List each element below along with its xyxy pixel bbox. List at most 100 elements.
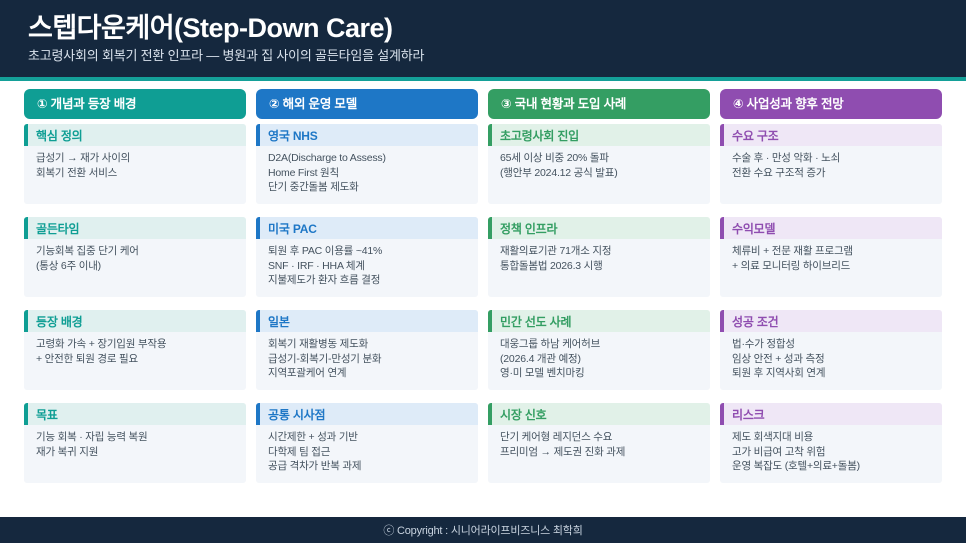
page-banner: 스텝다운케어(Step-Down Care) 초고령사회의 회복기 전환 인프라… bbox=[0, 0, 966, 77]
card-text-line: 퇴원 후 지역사회 연계 bbox=[732, 367, 826, 379]
card-body: 체류비 + 전문 재활 프로그램 + 의료 모니터링 하이브리드 bbox=[720, 239, 942, 273]
card-text-line: 체류비 + 전문 재활 프로그램 bbox=[732, 245, 853, 257]
page-title: 스텝다운케어(Step-Down Care) bbox=[28, 13, 393, 43]
card-text-line: + 안전한 퇴원 경로 필요 bbox=[36, 352, 138, 365]
card-accent-bar bbox=[720, 310, 724, 332]
card-label: 정책 인프라 bbox=[500, 221, 558, 236]
card-accent-bar bbox=[488, 217, 492, 239]
card-text-line: 고령화 가속 + 장기입원 부작용 bbox=[36, 338, 167, 350]
card-text-line: 운영 복잡도 (호텔+의료+돌봄) bbox=[732, 460, 860, 472]
card-label-row: 리스크 bbox=[720, 403, 942, 425]
card-accent-bar bbox=[720, 124, 724, 146]
card-accent-bar bbox=[256, 403, 260, 425]
card-text-line: 단기 케어형 레지던스 수요 bbox=[500, 431, 613, 443]
column-sections: 초고령사회 진입 65세 이상 비중 20% 돌파 (행안부 2024.12 공식… bbox=[488, 124, 710, 483]
card-text-line: 기능회복 집중 단기 케어 bbox=[36, 245, 139, 257]
card-text-line: 퇴원 후 PAC 이용률 ~41% bbox=[268, 245, 383, 257]
card-body: 기능회복 집중 단기 케어 (통상 6주 이내) bbox=[24, 239, 246, 273]
card-label: 수익모델 bbox=[732, 221, 776, 236]
card-label: 핵심 정의 bbox=[36, 128, 83, 143]
info-card: 민간 선도 사례 대웅그룹 하남 케어허브 (2026.4 개관 예정) 영·미 모… bbox=[488, 310, 710, 390]
card-label-row: 성공 조건 bbox=[720, 310, 942, 332]
column-header: ④ 사업성과 향후 전망 bbox=[720, 89, 942, 119]
card-label: 공통 시사점 bbox=[268, 407, 326, 422]
card-label-row: 민간 선도 사례 bbox=[488, 310, 710, 332]
card-text-line: 대웅그룹 하남 케어허브 bbox=[500, 338, 601, 350]
card-label: 리스크 bbox=[732, 407, 765, 422]
card-text-line: (통상 6주 이내) bbox=[36, 259, 101, 272]
card-accent-bar bbox=[24, 310, 28, 332]
card-accent-bar bbox=[488, 310, 492, 332]
card-accent-bar bbox=[720, 403, 724, 425]
card-text-line: 통합돌봄법 2026.3 시행 bbox=[500, 259, 603, 272]
card-text-line: 재활의료기관 71개소 지정 bbox=[500, 245, 612, 257]
card-accent-bar bbox=[256, 124, 260, 146]
card-label-row: 핵심 정의 bbox=[24, 124, 246, 146]
accent-divider bbox=[0, 77, 966, 81]
card-text-line: 지역포괄케어 연계 bbox=[268, 367, 347, 379]
card-accent-bar bbox=[24, 403, 28, 425]
card-text-line: 단기 중간돌봄 제도화 bbox=[268, 181, 359, 193]
card-label: 목표 bbox=[36, 407, 58, 422]
page-subtitle: 초고령사회의 회복기 전환 인프라 — 병원과 집 사이의 골든타임을 설계하라 bbox=[28, 48, 425, 63]
card-label: 성공 조건 bbox=[732, 314, 779, 329]
card-label-row: 골든타임 bbox=[24, 217, 246, 239]
card-text-line: 전환 수요 구조적 증가 bbox=[732, 166, 826, 179]
card-label: 골든타임 bbox=[36, 221, 80, 236]
card-label: 등장 배경 bbox=[36, 314, 83, 329]
card-text-line: 법·수가 정합성 bbox=[732, 338, 795, 350]
card-text-line: 다학제 팀 접근 bbox=[268, 445, 331, 458]
card-text-line: 고가 비급여 고착 위험 bbox=[732, 445, 826, 458]
info-card: 영국 NHS D2A(Discharge to Assess)Home Firs… bbox=[256, 124, 478, 204]
card-label: 초고령사회 진입 bbox=[500, 128, 580, 143]
card-accent-bar bbox=[256, 217, 260, 239]
info-card: 미국 PAC 퇴원 후 PAC 이용률 ~41%SNF · IRF · HHA … bbox=[256, 217, 478, 297]
card-text-line: (행안부 2024.12 공식 발표) bbox=[500, 166, 618, 179]
card-label: 민간 선도 사례 bbox=[500, 314, 572, 329]
card-label-row: 일본 bbox=[256, 310, 478, 332]
card-accent-bar bbox=[24, 217, 28, 239]
card-accent-bar bbox=[720, 217, 724, 239]
card-label: 미국 PAC bbox=[268, 221, 317, 236]
card-label-row: 목표 bbox=[24, 403, 246, 425]
card-label-row: 공통 시사점 bbox=[256, 403, 478, 425]
card-label-row: 영국 NHS bbox=[256, 124, 478, 146]
card-text-line: 급성기-회복기-만성기 분화 bbox=[268, 352, 382, 365]
card-label-row: 초고령사회 진입 bbox=[488, 124, 710, 146]
card-body: 65세 이상 비중 20% 돌파 (행안부 2024.12 공식 발표) bbox=[488, 146, 710, 180]
card-body: 고령화 가속 + 장기입원 부작용 + 안전한 퇴원 경로 필요 bbox=[24, 332, 246, 366]
card-accent-bar bbox=[24, 124, 28, 146]
card-text-line: 재가 복귀 지원 bbox=[36, 445, 99, 458]
column-header: ① 개념과 등장 배경 bbox=[24, 89, 246, 119]
card-label: 영국 NHS bbox=[268, 128, 318, 143]
info-card: 수익모델 체류비 + 전문 재활 프로그램 + 의료 모니터링 하이브리드 bbox=[720, 217, 942, 297]
card-text-line: (2026.4 개관 예정) bbox=[500, 352, 581, 365]
card-text-line: 시간제한 + 성과 기반 bbox=[268, 431, 358, 443]
card-accent-bar bbox=[256, 310, 260, 332]
card-label: 수요 구조 bbox=[732, 128, 779, 143]
copyright-text: ⓒ Copyright : 시니어라이프비즈니스 최학희 bbox=[383, 525, 583, 537]
card-text-line: 65세 이상 비중 20% 돌파 bbox=[500, 152, 609, 164]
card-label-row: 수요 구조 bbox=[720, 124, 942, 146]
card-text-line: 영·미 모델 벤치마킹 bbox=[500, 367, 585, 379]
card-text-line: + 의료 모니터링 하이브리드 bbox=[732, 259, 851, 272]
card-label-row: 정책 인프라 bbox=[488, 217, 710, 239]
info-card: 등장 배경 고령화 가속 + 장기입원 부작용 + 안전한 퇴원 경로 필요 bbox=[24, 310, 246, 390]
